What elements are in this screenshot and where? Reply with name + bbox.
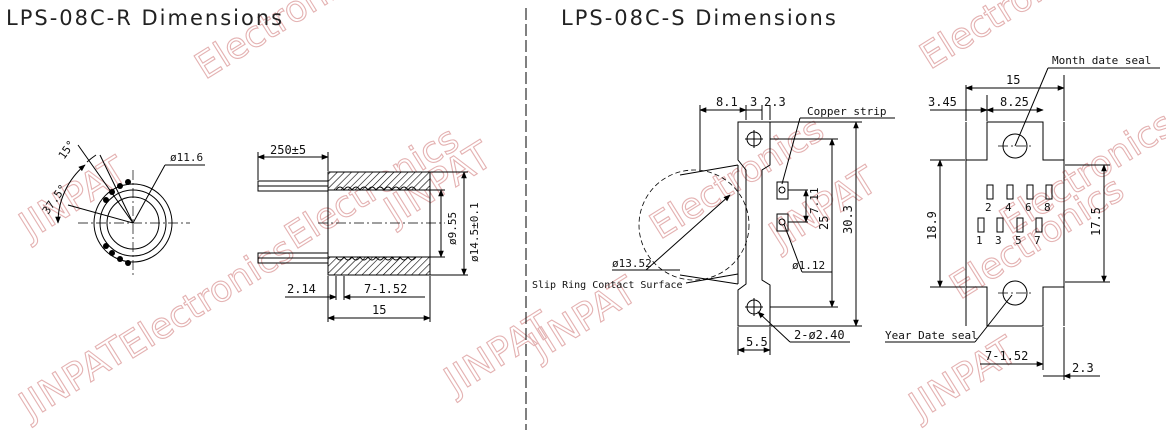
watermark-suffix: Electronics [113, 229, 301, 368]
pin-8: 8 [1044, 201, 1051, 214]
d-3-45-label: 3.45 [928, 95, 957, 109]
left-panel-title: LPS-08C-R Dimensions [6, 6, 285, 30]
d-17-5-label: 17.5 [1089, 207, 1103, 236]
watermark-brand: JINPAT [10, 148, 135, 249]
dia-9-55-label: ø9.55 [446, 212, 459, 245]
d-7-11-label: 7.11 [808, 188, 821, 215]
pin-4: 4 [1005, 201, 1012, 214]
bottom-hatch [327, 256, 431, 276]
pins-lower [977, 217, 1043, 233]
d-2-3-label: 2.3 [764, 95, 786, 109]
s-side-view: 8.1 3 2.3 Copper strip 7.11 25 30.3 ø13.… [532, 95, 895, 355]
d-5-5-label: 5.5 [746, 335, 768, 349]
d-8-1-label: 8.1 [716, 95, 738, 109]
right-panel-title: LPS-08C-S Dimensions [561, 6, 838, 30]
d-15-front-label: 15 [1006, 73, 1020, 87]
dia-11-6-label: ø11.6 [170, 151, 203, 164]
d-30-3-label: 30.3 [841, 205, 855, 234]
pins-upper [986, 184, 1053, 200]
pin-3: 3 [995, 234, 1002, 247]
pin-7: 7 [1034, 234, 1041, 247]
d-3-label: 3 [750, 95, 757, 109]
contact-points [103, 179, 131, 266]
watermark-brand: JINPAT [900, 328, 1025, 429]
watermark-6: JINPAT [9, 327, 135, 429]
watermark-14: JINPAT [899, 327, 1025, 429]
slip-ring-outline [638, 169, 750, 281]
pin-2: 2 [985, 201, 992, 214]
holes-label: 2-ø2.40 [794, 328, 845, 342]
pin-6: 6 [1025, 201, 1032, 214]
dia-13-52-label: ø13.52 [612, 257, 652, 270]
pitch-label: 7-1.52 [364, 282, 407, 296]
angle-15-label: 15° [56, 138, 78, 162]
month-seal-label: Month date seal [1052, 54, 1151, 67]
lead-length-label: 250±5 [270, 143, 306, 157]
watermark-1: JINPAT [9, 147, 135, 249]
watermark-5: Electronics [112, 228, 301, 368]
pin-1: 1 [976, 234, 983, 247]
d-2-14-label: 2.14 [287, 282, 316, 296]
top-hatch [327, 171, 431, 191]
length-15-label: 15 [372, 303, 386, 317]
s-front-view: 2 4 6 8 1 3 5 7 15 3.45 8.25 Month date … [885, 54, 1160, 380]
dia-1-12-label: ø1.12 [792, 259, 825, 272]
d-2-3b-label: 2.3 [1072, 361, 1094, 375]
pin-5: 5 [1015, 234, 1022, 247]
year-seal-label: Year Date seal [885, 329, 978, 342]
d-25-label: 25 [817, 216, 831, 230]
r-side-view: 250±5 ø9.55 ø14.5±0.1 2.14 7-1.52 15 [257, 143, 481, 322]
pitch-front-label: 7-1.52 [985, 349, 1028, 363]
dia-14-5-label: ø14.5±0.1 [468, 202, 481, 262]
watermark-brand: JINPAT [10, 328, 135, 429]
d-18-9-label: 18.9 [925, 211, 939, 240]
slip-ring-label: Slip Ring Contact Surface [532, 280, 683, 291]
copper-strip-label: Copper strip [807, 105, 886, 118]
d-8-25-label: 8.25 [1000, 95, 1029, 109]
